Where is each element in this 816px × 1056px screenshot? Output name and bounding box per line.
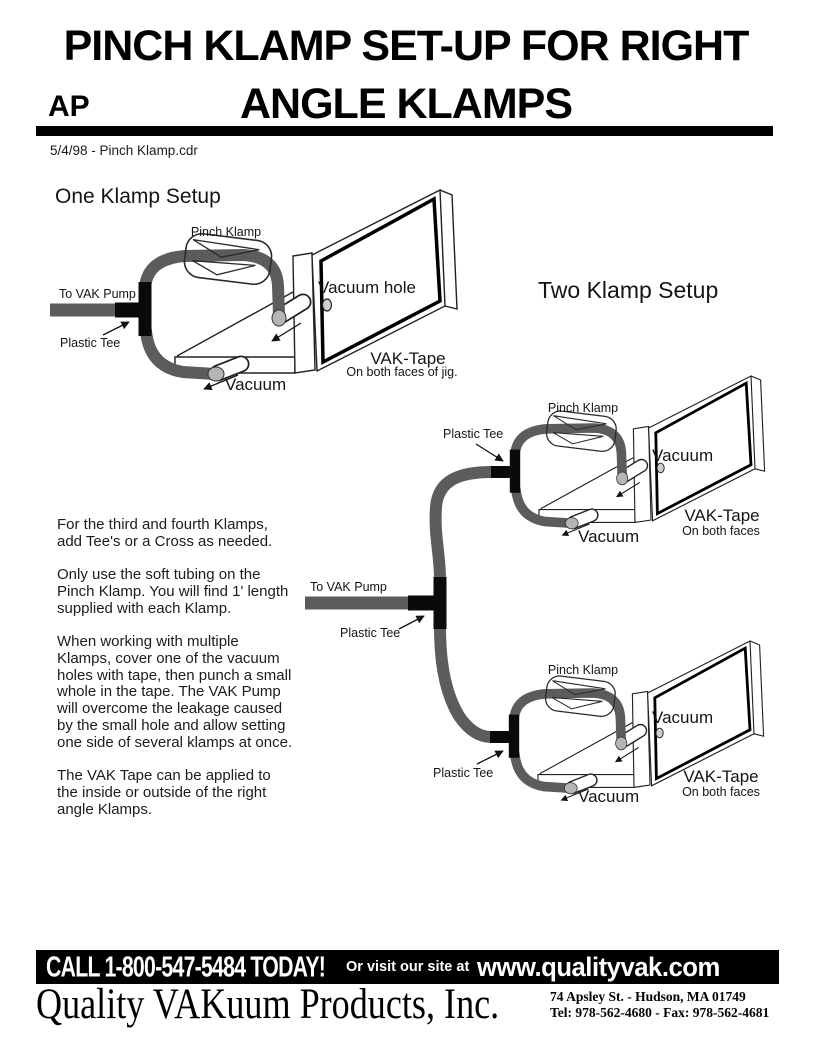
vacuum-hole-label: Vacuum hole (318, 278, 416, 297)
upper-pinch-klamp-label: Pinch Klamp (548, 401, 618, 415)
vak-tape-note: On both faces of jig. (346, 365, 457, 379)
lower-plastic-tee-label: Plastic Tee (433, 766, 493, 780)
upper-vak-tape-note: On both faces (682, 524, 760, 538)
company-address: 74 Apsley St. - Hudson, MA 01749 (550, 989, 746, 1004)
company-address-block: 74 Apsley St. - Hudson, MA 01749 Tel: 97… (550, 982, 769, 1020)
branch-tube-lower (434, 627, 492, 743)
upper-plastic-tee-label: Plastic Tee (443, 427, 503, 441)
call-text-wrap: CALL 1-800-547-5484 TODAY! (46, 950, 346, 983)
vak-tape-label: VAK-Tape (370, 349, 445, 368)
call-phone-text: CALL 1-800-547-5484 TODAY! (46, 950, 326, 983)
page-title-line2: ANGLE KLAMPS (240, 80, 573, 128)
two-klamp-title: Two Klamp Setup (538, 277, 718, 303)
lower-klamp-assembly (490, 641, 764, 800)
file-note: 5/4/98 - Pinch Klamp.cdr (50, 143, 198, 158)
to-vak-pump-label: To VAK Pump (59, 287, 136, 301)
lower-vak-tape-note: On both faces (682, 785, 760, 799)
company-phone-fax: Tel: 978-562-4680 - Fax: 978-562-4681 (550, 1004, 770, 1020)
upper-vak-tape-label: VAK-Tape (684, 506, 759, 525)
instruction-notes: For the third and fourth Klamps, add Tee… (57, 516, 311, 835)
lower-plastic-tee-pointer (476, 750, 504, 765)
call-banner: CALL 1-800-547-5484 TODAY! Or visit our … (36, 950, 779, 984)
upper-plastic-tee-pointer (475, 443, 504, 462)
header-rule (36, 126, 773, 136)
plastic-tee-pointer (102, 321, 130, 336)
company-name-wrap: Quality VAKuum Products, Inc. (36, 982, 550, 1028)
one-klamp-assembly (115, 190, 457, 389)
note-paragraph-4: The VAK Tape can be applied to the insid… (57, 767, 271, 818)
doc-code: AP (48, 90, 90, 123)
visit-site-text: Or visit our site at (346, 959, 470, 975)
plastic-tee-label: Plastic Tee (60, 336, 120, 350)
note-paragraph-3: When working with multiple Klamps, cover… (57, 632, 293, 751)
pinch-klamp-label: Pinch Klamp (191, 225, 261, 239)
upper-vacuum-label: Vacuum (578, 527, 639, 546)
upper-vacuum-hole-label: Vacuum (652, 446, 713, 465)
lower-vak-tape-label: VAK-Tape (683, 767, 758, 786)
company-name: Quality VAKuum Products, Inc. (36, 981, 500, 1028)
company-row: Quality VAKuum Products, Inc. 74 Apsley … (36, 982, 769, 1028)
two-klamp-diagram: Two Klamp Setup To VAK Pump Plastic Tee … (305, 277, 765, 806)
note-paragraph-1: For the third and fourth Klamps, add Tee… (57, 516, 273, 550)
plastic-tee-main-pointer (398, 615, 425, 630)
one-klamp-title: One Klamp Setup (55, 185, 221, 208)
branch-tube-upper (429, 466, 493, 581)
website-url: www.qualityvak.com (477, 951, 721, 982)
page-title-line1: PINCH KLAMP SET-UP FOR RIGHT (63, 22, 750, 70)
plastic-tee-main-label: Plastic Tee (340, 626, 400, 640)
vacuum-label: Vacuum (225, 375, 286, 394)
lower-pinch-klamp-label: Pinch Klamp (548, 663, 618, 677)
lower-vacuum-label: Vacuum (578, 787, 639, 806)
note-paragraph-2: Only use the soft tubing on the Pinch Kl… (57, 566, 289, 617)
to-vak-pump-label: To VAK Pump (310, 580, 387, 594)
upper-klamp-assembly (491, 376, 765, 535)
lower-vacuum-hole-label: Vacuum (652, 708, 713, 727)
one-klamp-diagram: One Klamp Setup Pinch Klamp To VAK Pump … (50, 185, 458, 394)
